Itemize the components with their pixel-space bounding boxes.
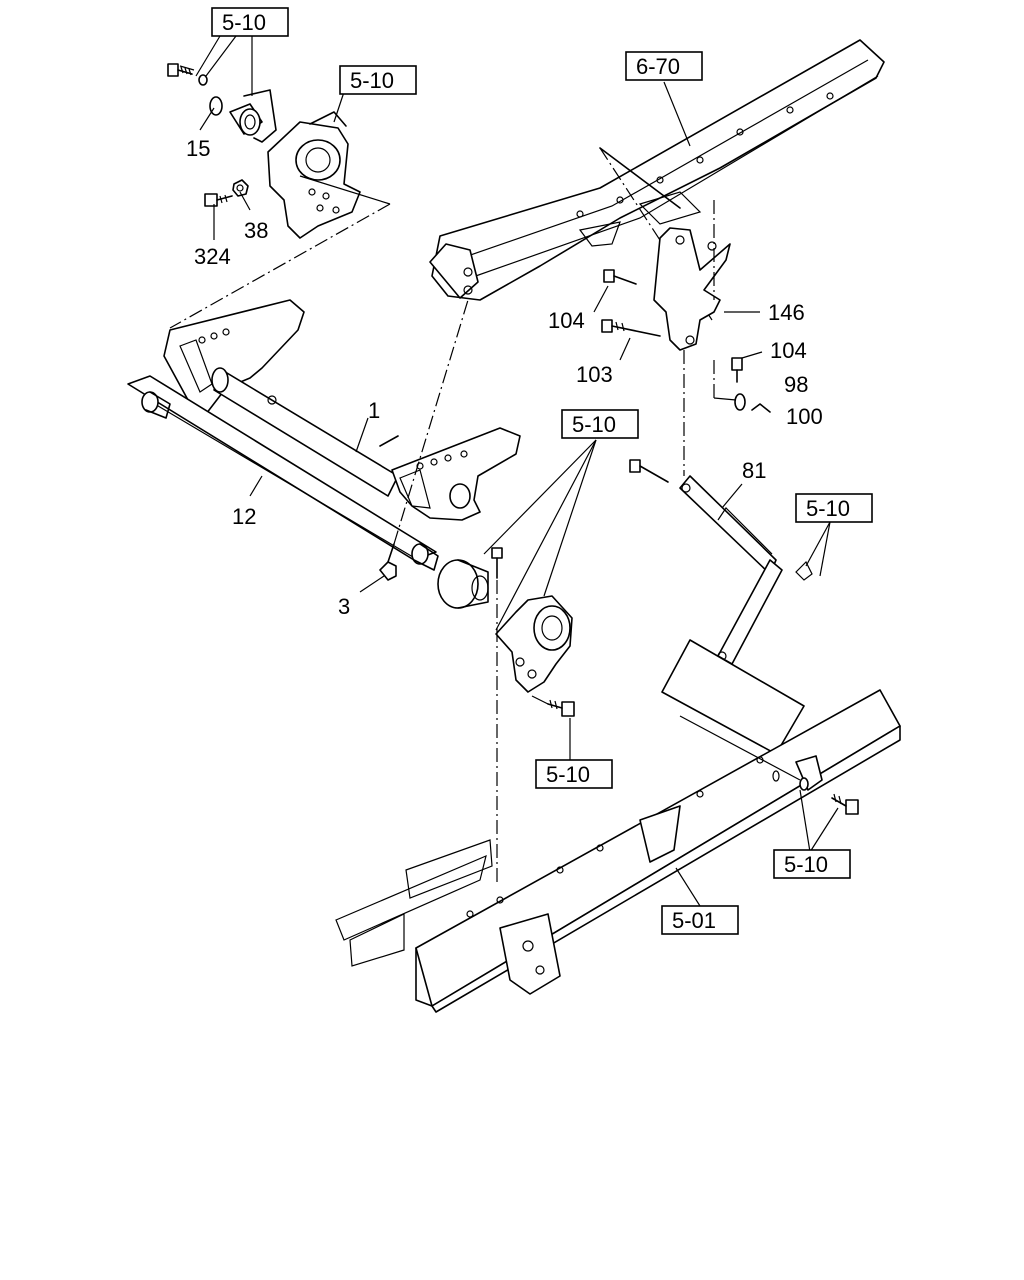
bolt-3 bbox=[379, 543, 397, 581]
svg-text:5-10: 5-10 bbox=[546, 762, 590, 787]
upper-mount-bracket bbox=[267, 111, 391, 239]
svg-text:5-10: 5-10 bbox=[350, 68, 394, 93]
svg-text:5-10: 5-10 bbox=[572, 412, 616, 437]
ref-box-lower-mount: 5-10 bbox=[561, 409, 639, 439]
ref-box-lower-bolt: 5-10 bbox=[535, 759, 613, 789]
upper-left-mount-assembly bbox=[167, 63, 391, 239]
lower-mount-assembly bbox=[437, 547, 575, 717]
label-part-104-upper: 104 bbox=[548, 308, 585, 333]
plate-to-frame-line bbox=[679, 715, 801, 781]
ref-box-frame-lower: 5-01 bbox=[661, 905, 739, 935]
frame-wedge-line-a bbox=[599, 147, 681, 209]
label-part-38: 38 bbox=[244, 218, 268, 243]
svg-text:5-10: 5-10 bbox=[222, 10, 266, 35]
plate bbox=[661, 639, 805, 755]
svg-text:5-10: 5-10 bbox=[784, 852, 828, 877]
label-part-100: 100 bbox=[786, 404, 823, 429]
label-part-146: 146 bbox=[768, 300, 805, 325]
label-part-81: 81 bbox=[742, 458, 766, 483]
nut-38 bbox=[232, 179, 249, 197]
torsion-bar-12 bbox=[127, 375, 439, 571]
label-part-324: 324 bbox=[194, 244, 231, 269]
label-part-98: 98 bbox=[784, 372, 808, 397]
label-part-1: 1 bbox=[368, 398, 380, 423]
bolt-324 bbox=[204, 193, 233, 207]
crossmember-1 bbox=[163, 299, 521, 521]
ref-box-top-left: 5-10 bbox=[211, 7, 289, 37]
svg-text:6-70: 6-70 bbox=[636, 54, 680, 79]
ref-box-frame-bolt: 5-10 bbox=[773, 849, 851, 879]
label-part-104-lower: 104 bbox=[770, 338, 807, 363]
bracket-146 bbox=[601, 200, 771, 413]
ref-box-frame-upper: 6-70 bbox=[625, 51, 703, 81]
frame-6-70 bbox=[429, 39, 885, 301]
link-81 bbox=[629, 459, 783, 665]
label-part-103: 103 bbox=[576, 362, 613, 387]
label-part-15: 15 bbox=[186, 136, 210, 161]
svg-text:5-10: 5-10 bbox=[806, 496, 850, 521]
bolt-top-left bbox=[167, 63, 208, 86]
section-reference-boxes: 5-10 5-10 6-70 5-10 5-10 5-10 5-10 5-01 bbox=[211, 7, 873, 935]
leader-lines bbox=[195, 35, 839, 907]
mount-centerline bbox=[169, 203, 391, 329]
label-part-3: 3 bbox=[338, 594, 350, 619]
label-part-12: 12 bbox=[232, 504, 256, 529]
mount-bushing bbox=[229, 89, 277, 143]
svg-text:5-01: 5-01 bbox=[672, 908, 716, 933]
bolt-3-axis bbox=[393, 299, 469, 545]
ref-box-link-right: 5-10 bbox=[795, 493, 873, 523]
part-labels: 15 38 324 1 12 3 104 103 146 104 98 100 … bbox=[186, 136, 823, 619]
ref-box-upper-mount: 5-10 bbox=[339, 65, 417, 95]
